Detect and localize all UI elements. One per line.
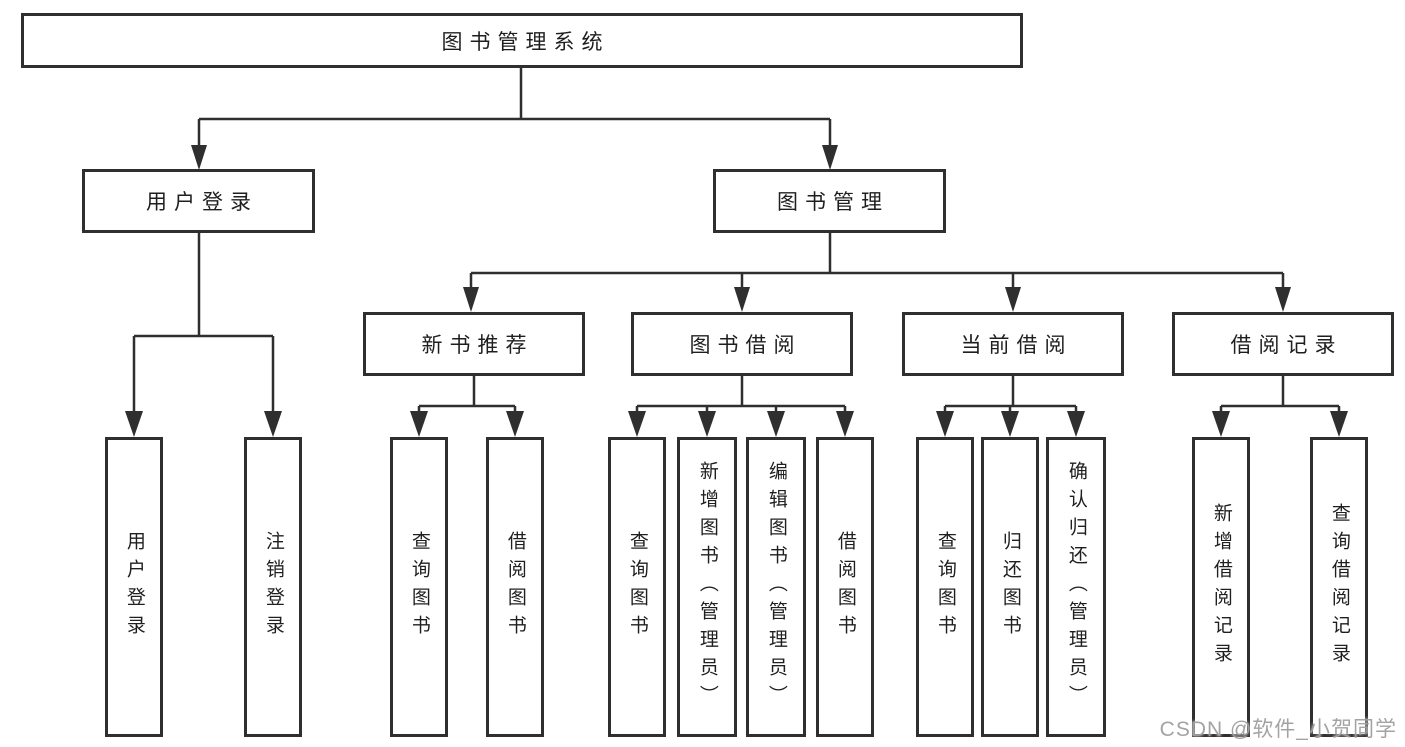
leaf-query-books-current: 查询图书 <box>916 437 974 737</box>
node-library-management-system: 图书管理系统 <box>21 13 1023 68</box>
leaf-borrow-books-recommend: 借阅图书 <box>486 437 544 737</box>
node-new-book-recommendation: 新书推荐 <box>363 312 585 376</box>
node-label: 用户登录 <box>146 191 258 214</box>
node-borrowing-records: 借阅记录 <box>1172 312 1394 376</box>
leaf-label: 查询图书 <box>626 531 648 643</box>
leaf-edit-books-admin: 编辑图书（管理员） <box>746 437 806 737</box>
leaf-label: 查询图书 <box>934 531 956 643</box>
node-user-login: 用户登录 <box>82 169 315 233</box>
leaf-query-books-recommend: 查询图书 <box>390 437 448 737</box>
leaf-confirm-return-admin: 确认归还（管理员） <box>1046 437 1106 737</box>
node-book-management: 图书管理 <box>713 169 946 233</box>
leaf-return-books: 归还图书 <box>981 437 1039 737</box>
node-label: 当前借阅 <box>960 334 1073 357</box>
leaf-label: 确认归还（管理员） <box>1065 461 1087 713</box>
node-book-borrowing: 图书借阅 <box>631 312 853 376</box>
leaf-query-books-borrow: 查询图书 <box>608 437 666 737</box>
leaf-label: 编辑图书（管理员） <box>765 461 787 713</box>
leaf-label: 查询借阅记录 <box>1328 503 1350 671</box>
leaf-label: 用户登录 <box>123 531 145 643</box>
node-current-borrowing: 当前借阅 <box>902 312 1124 376</box>
leaf-label: 新增借阅记录 <box>1210 503 1232 671</box>
leaf-label: 新增图书（管理员） <box>696 461 718 713</box>
node-label: 新书推荐 <box>421 334 534 357</box>
leaf-label: 归还图书 <box>999 531 1021 643</box>
leaf-add-books-admin: 新增图书（管理员） <box>677 437 737 737</box>
leaf-label: 查询图书 <box>408 531 430 643</box>
leaf-add-borrow-record: 新增借阅记录 <box>1192 437 1250 737</box>
node-label: 借阅记录 <box>1230 334 1343 357</box>
node-label: 图书管理 <box>777 191 889 214</box>
leaf-query-borrow-record: 查询借阅记录 <box>1310 437 1368 737</box>
leaf-borrow-books: 借阅图书 <box>816 437 874 737</box>
node-label: 图书管理系统 <box>441 30 610 54</box>
leaf-label: 借阅图书 <box>504 531 526 643</box>
leaf-user-login: 用户登录 <box>105 437 163 737</box>
leaf-logout: 注销登录 <box>244 437 302 737</box>
leaf-label: 注销登录 <box>262 531 284 643</box>
leaf-label: 借阅图书 <box>834 531 856 643</box>
node-label: 图书借阅 <box>689 334 802 357</box>
csdn-watermark: CSDN @软件_小贺同学 <box>1159 718 1397 741</box>
